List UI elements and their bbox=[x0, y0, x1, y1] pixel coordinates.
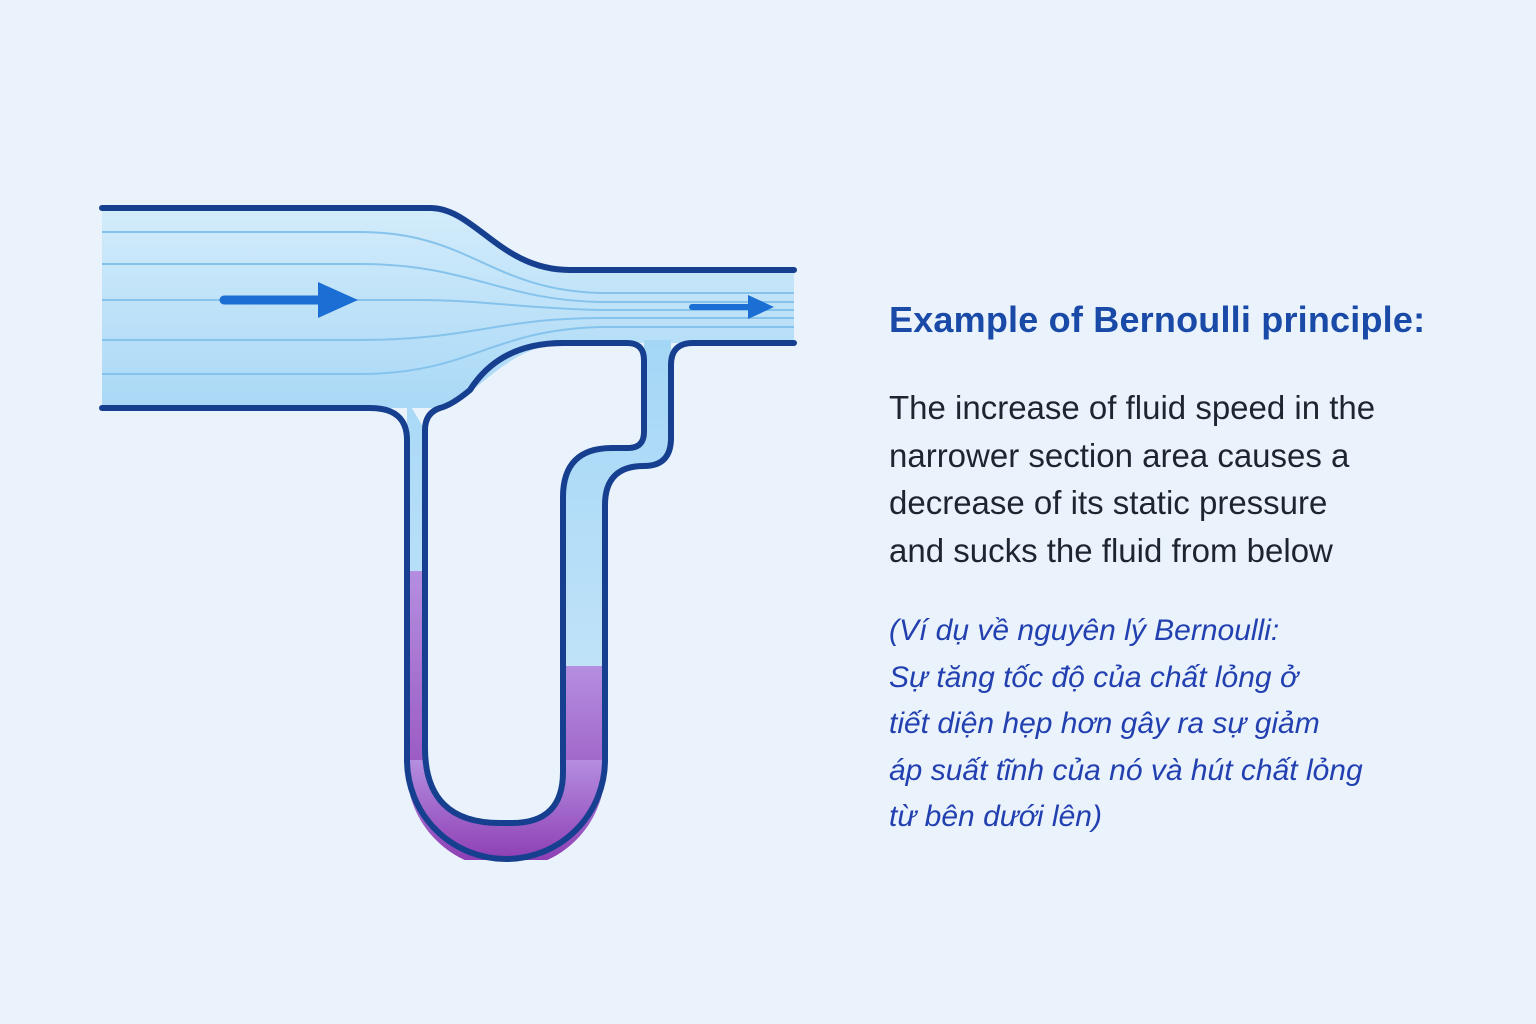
explanation-panel: Example of Bernoulli principle: The incr… bbox=[889, 296, 1509, 841]
description-vi-line: áp suất tĩnh của nó và hút chất lỏng bbox=[889, 753, 1363, 787]
description-en-line: and sucks the fluid from below bbox=[889, 531, 1333, 569]
description-vi-line: Sự tăng tốc độ của chất lỏng ở bbox=[889, 660, 1299, 694]
pipe-bottom-wall bbox=[99, 340, 797, 862]
flow-arrow-icon-wide bbox=[219, 282, 358, 318]
description-en-line: decrease of its static pressure bbox=[889, 484, 1328, 521]
description-vi-line: tiết diện hẹp hơn gây ra sự giảm bbox=[889, 707, 1320, 740]
pipe-top-wall bbox=[99, 205, 797, 273]
description-vi-line: từ bên dưới lên) bbox=[889, 800, 1102, 833]
description-vi-line: (Ví dụ về nguyên lý Bernoulli: bbox=[889, 614, 1280, 647]
description-en-line: The increase of fluid speed in the bbox=[889, 389, 1376, 426]
flow-arrow-icon-narrow bbox=[689, 295, 774, 319]
pipe-inner-wall bbox=[422, 340, 647, 826]
streamlines bbox=[102, 231, 794, 375]
description-english: The increase of fluid speed in the narro… bbox=[889, 384, 1509, 574]
manometer-liquid-bottom bbox=[407, 760, 620, 860]
venturi-pipe-body bbox=[102, 208, 794, 408]
description-en-line: narrower section area causes a bbox=[889, 436, 1350, 474]
description-vietnamese: (Ví dụ về nguyên lý Bernoulli: Sự tăng t… bbox=[889, 608, 1509, 841]
heading: Example of Bernoulli principle: bbox=[889, 299, 1426, 340]
